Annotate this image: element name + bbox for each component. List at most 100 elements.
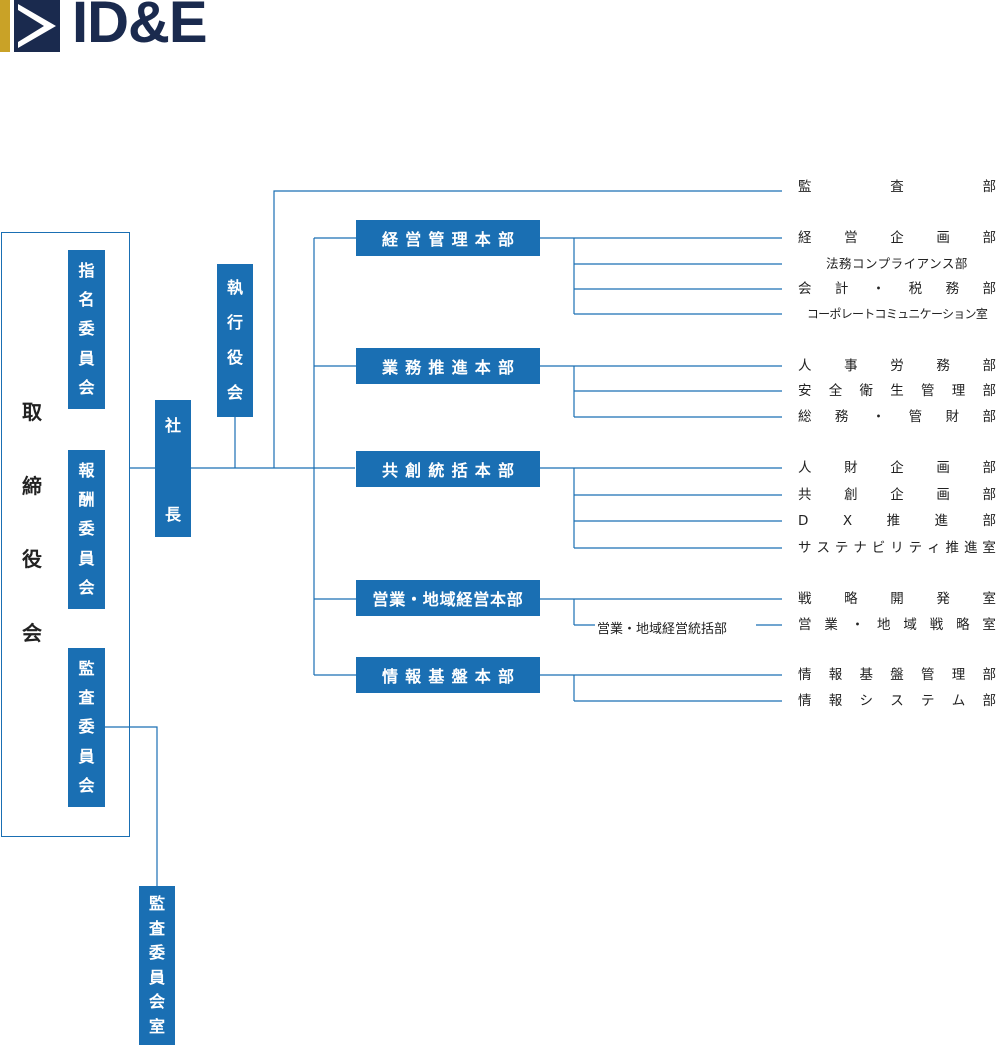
char: 共 <box>798 487 812 503</box>
char: 画 <box>936 230 950 246</box>
ide-logo: ID&E <box>0 0 222 56</box>
char: 開 <box>890 591 904 607</box>
dept-general-affairs: 総 務 ・ 管 財 部 <box>798 409 996 425</box>
char: 役 <box>226 348 243 368</box>
char: シ <box>859 693 874 709</box>
char: 名 <box>78 290 95 310</box>
char: 企 <box>890 460 904 476</box>
char: 総 <box>798 409 812 425</box>
char: ィ <box>927 540 941 556</box>
char: 監 <box>148 894 165 914</box>
char: 戦 <box>798 591 812 607</box>
char: 推 <box>886 513 901 529</box>
char: 税 <box>908 281 923 297</box>
board-of-directors-frame <box>1 232 130 837</box>
dept-dx-promotion: D X 推 進 部 <box>798 513 996 529</box>
dept-corporate-planning: 経 営 企 画 部 <box>798 230 996 246</box>
char: 人 <box>798 358 812 374</box>
char: ム <box>951 693 966 709</box>
char: ・ <box>871 281 886 297</box>
char: 進 <box>934 513 949 529</box>
board-char: 役 <box>22 547 42 572</box>
hq-co-creation: 共創統括本部 <box>356 451 540 487</box>
char: 基 <box>859 667 874 683</box>
char: 部 <box>982 513 996 529</box>
char: 会 <box>798 281 812 297</box>
board-of-directors-label: 取 締 役 会 <box>14 396 50 646</box>
logo-mark-icon <box>0 0 60 52</box>
char: 発 <box>936 591 950 607</box>
char: 部 <box>982 281 996 297</box>
char: D <box>798 513 809 529</box>
char: ス <box>816 540 830 556</box>
char: 務 <box>936 358 950 374</box>
char: 報 <box>828 667 843 683</box>
char: 情 <box>798 693 812 709</box>
dept-sustainability: サ ス テ ナ ビ リ テ ィ 推 進 室 <box>798 540 996 556</box>
char: 管 <box>921 667 935 683</box>
char: 情 <box>798 667 812 683</box>
char: 域 <box>903 617 917 633</box>
char: 委 <box>148 943 165 963</box>
char: 行 <box>226 312 243 332</box>
char: 会 <box>226 383 243 403</box>
dept-hr-labor: 人 事 労 務 部 <box>798 358 996 374</box>
char: 員 <box>148 967 165 987</box>
dept-legal-compliance: 法務コンプライアンス部 <box>798 256 996 272</box>
char: ビ <box>871 540 886 556</box>
char: 衛 <box>859 383 874 399</box>
char: 理 <box>951 383 966 399</box>
char: 執 <box>226 277 243 297</box>
char: 営 <box>798 617 812 633</box>
char: ・ <box>850 617 865 633</box>
char: 業 <box>824 617 838 633</box>
char: 部 <box>982 230 997 246</box>
char: 査 <box>148 918 165 938</box>
char: 部 <box>982 667 997 683</box>
char: 企 <box>890 230 904 246</box>
hq-information-infrastructure: 情報基盤本部 <box>356 657 540 693</box>
char: テ <box>834 540 849 556</box>
char: 室 <box>982 591 997 607</box>
dept-label: コーポレートコミュニケーション室 <box>806 307 988 321</box>
char: 管 <box>908 409 923 425</box>
dept-info-systems: 情 報 シ ス テ ム 部 <box>798 693 996 709</box>
char: 指 <box>78 260 95 280</box>
dept-corporate-communication: コーポレートコミュニケーション室 <box>798 306 996 322</box>
dept-sales-regional-strategy: 営 業 ・ 地 域 戦 略 室 <box>798 617 996 633</box>
char: 委 <box>78 717 95 737</box>
char: テ <box>921 693 935 709</box>
char: 経 <box>798 230 812 246</box>
char: 委 <box>78 319 95 339</box>
char: 人 <box>798 460 812 476</box>
hq-business-promotion: 業務推進本部 <box>356 348 540 384</box>
char: 労 <box>890 358 904 374</box>
char: 員 <box>78 348 95 368</box>
char: リ <box>890 540 904 556</box>
char: 進 <box>963 540 978 556</box>
char: 管 <box>921 383 935 399</box>
char: 報 <box>78 460 95 480</box>
char: 地 <box>877 617 891 633</box>
char: ナ <box>853 540 867 556</box>
char: 部 <box>982 487 997 503</box>
char: 員 <box>78 548 95 568</box>
board-char: 締 <box>22 473 42 498</box>
executive-officers-committee: 執 行 役 会 <box>217 264 253 417</box>
char: サ <box>798 540 812 556</box>
char: ・ <box>871 409 886 425</box>
char: 部 <box>982 358 997 374</box>
char: 室 <box>982 540 996 556</box>
char: 員 <box>78 746 95 766</box>
char: 財 <box>844 460 858 476</box>
logo-text: ID&E <box>72 0 208 55</box>
char: 部 <box>982 460 997 476</box>
president: 社 長 <box>155 400 191 537</box>
char: 安 <box>798 383 812 399</box>
char: 会 <box>148 992 165 1012</box>
char: 略 <box>956 617 970 633</box>
char: 委 <box>78 519 95 539</box>
char: 監 <box>78 658 95 678</box>
char: 全 <box>828 383 843 399</box>
